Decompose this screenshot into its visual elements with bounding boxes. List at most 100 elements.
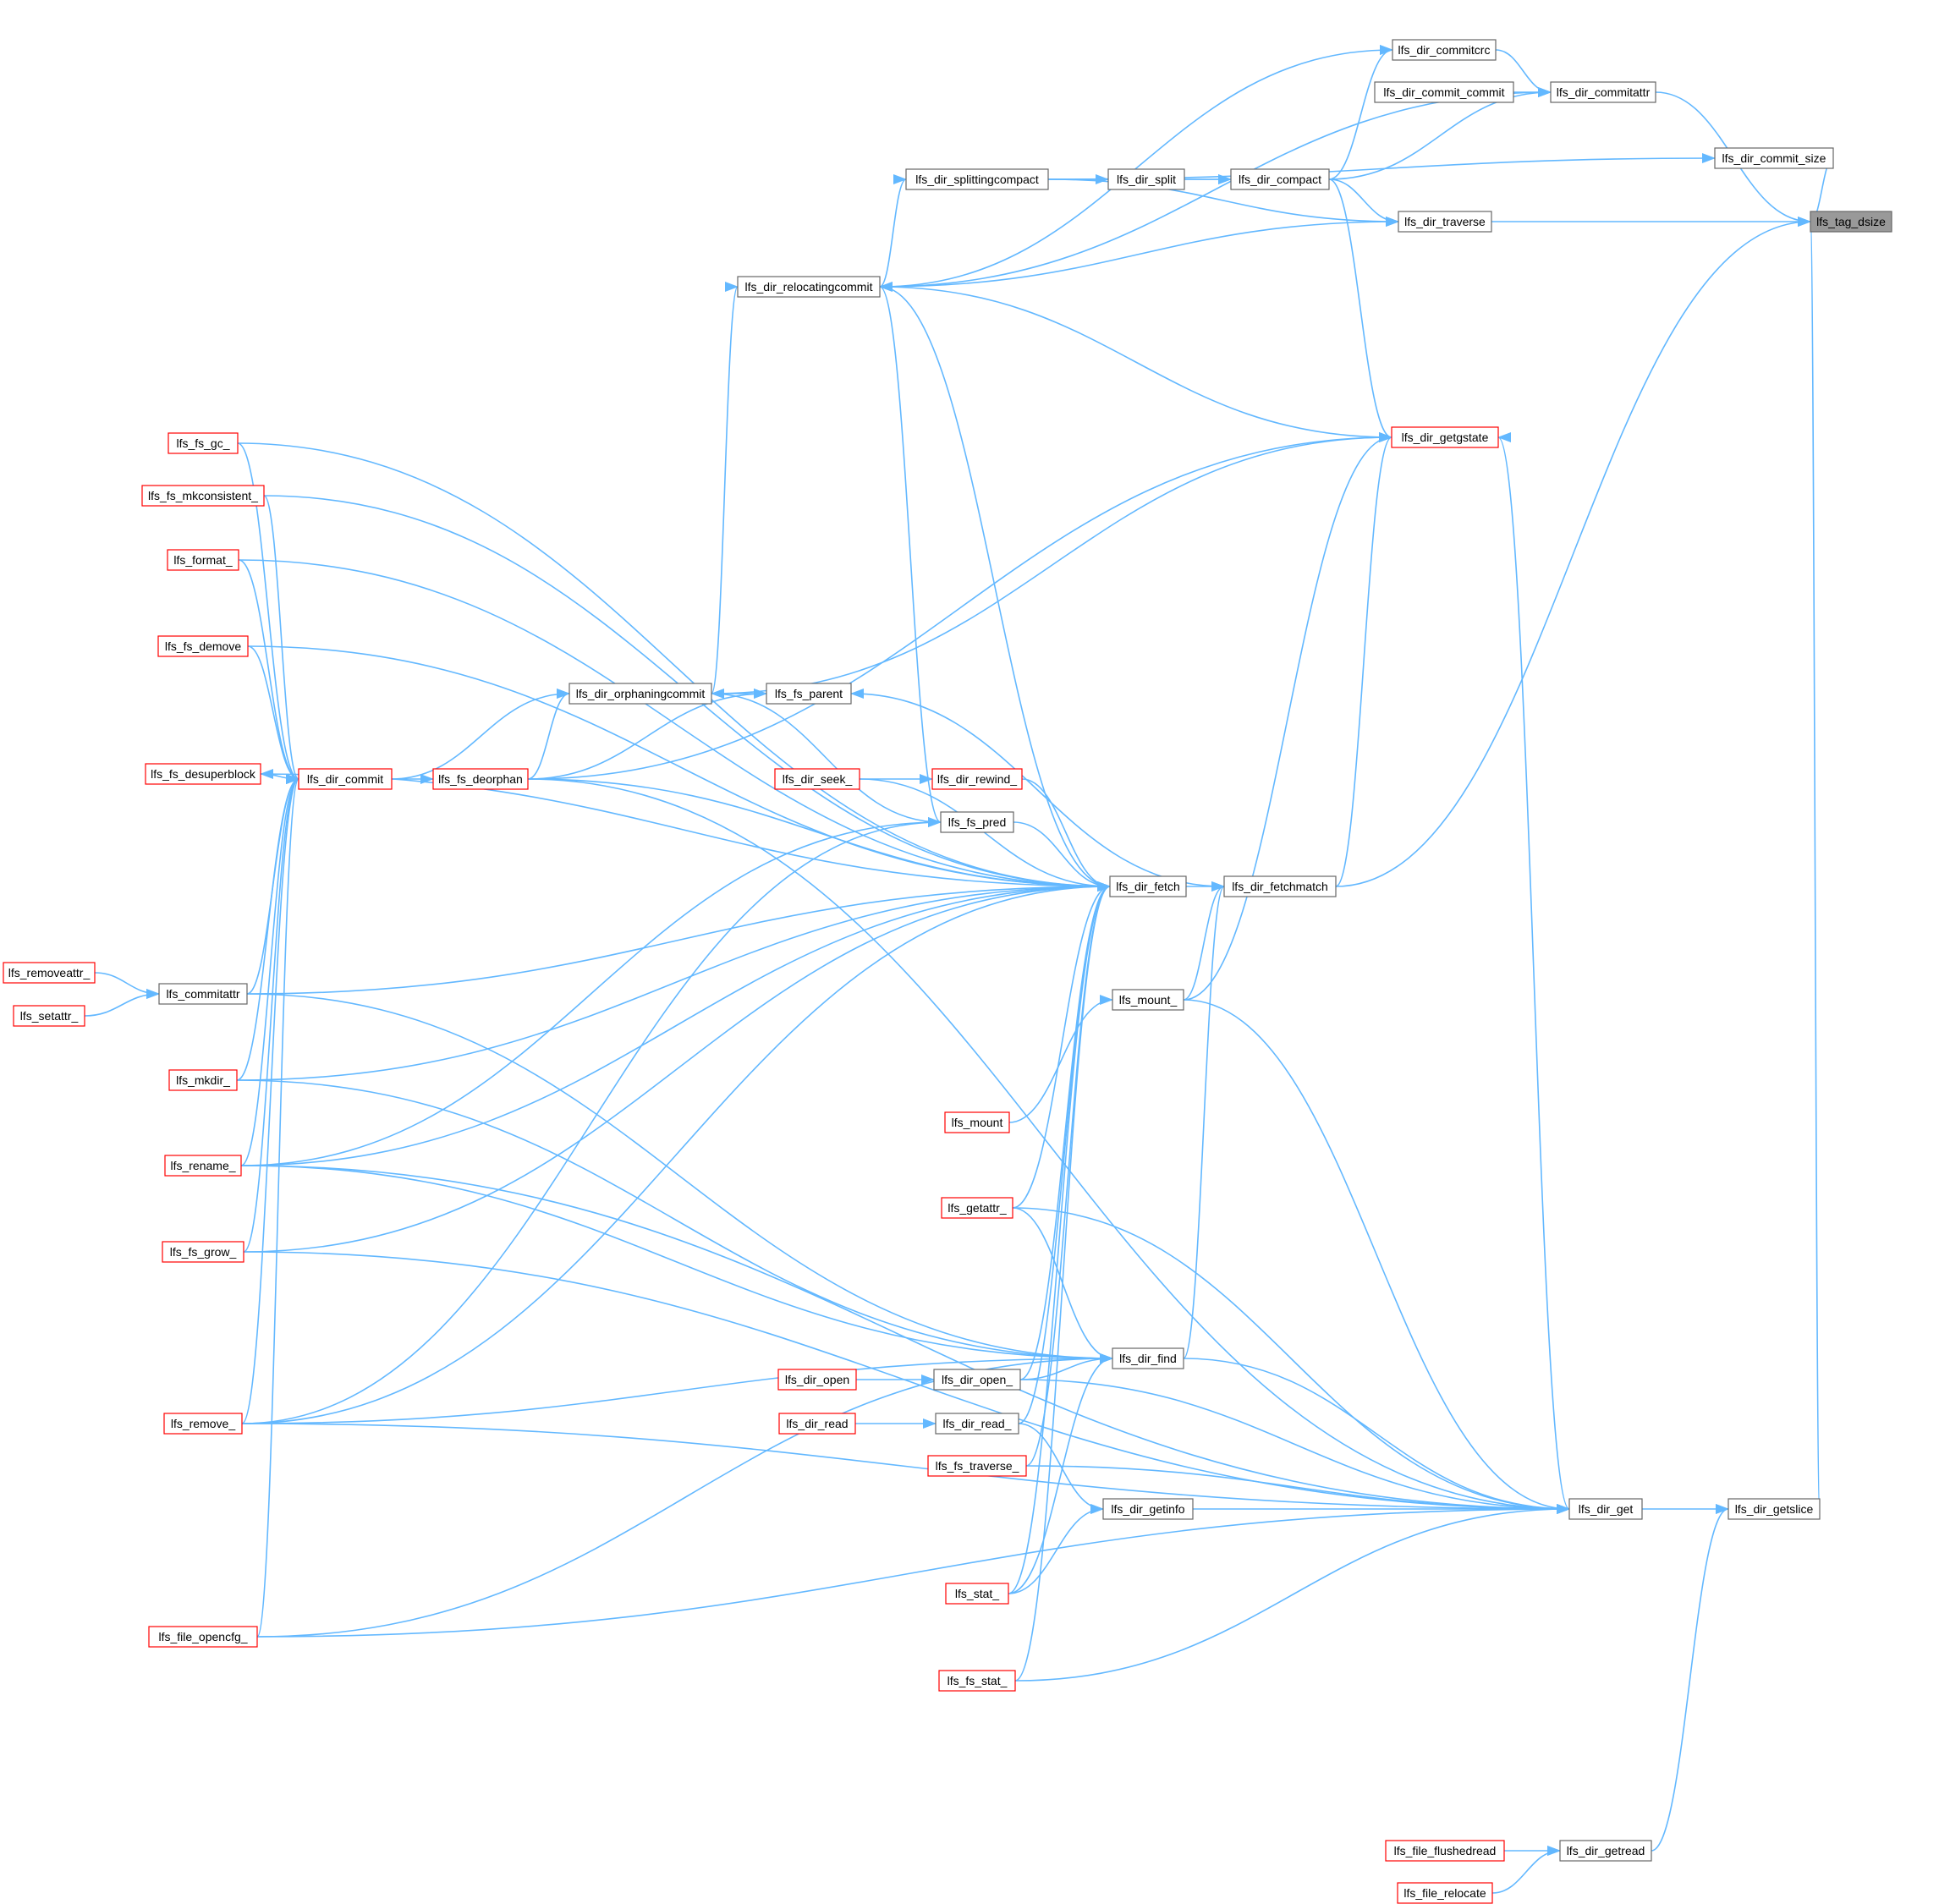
- node-lfs-dir-commit[interactable]: lfs_dir_commit: [298, 768, 393, 790]
- node-lfs-commitattr[interactable]: lfs_commitattr: [158, 983, 248, 1005]
- node-lfs-rename[interactable]: lfs_rename_: [164, 1155, 242, 1177]
- node-lfs-dir-split[interactable]: lfs_dir_split: [1107, 168, 1185, 190]
- node-label: lfs_commitattr: [166, 987, 239, 1001]
- edge-lfs-fs-deorphan-to-lfs-fs-parent: [527, 689, 767, 780]
- edge-lfs-dir-compact-to-lfs-dir-traverse: [1328, 178, 1399, 227]
- node-lfs-dir-fetchmatch[interactable]: lfs_dir_fetchmatch: [1223, 875, 1337, 897]
- node-lfs-dir-read[interactable]: lfs_dir_read: [778, 1413, 856, 1435]
- node-lfs-dir-orphaningcommit[interactable]: lfs_dir_orphaningcommit: [569, 683, 712, 705]
- node-box: [777, 1369, 857, 1391]
- node-lfs-dir-compact[interactable]: lfs_dir_compact: [1230, 168, 1330, 190]
- node-lfs-fs-demove[interactable]: lfs_fs_demove: [157, 635, 249, 657]
- node-lfs-mount[interactable]: lfs_mount_: [1112, 989, 1184, 1011]
- node-lfs-fs-pred[interactable]: lfs_fs_pred: [940, 811, 1014, 833]
- node-lfs-dir-traverse[interactable]: lfs_dir_traverse: [1398, 211, 1492, 233]
- node-box: [737, 276, 881, 298]
- edge-lfs-fs-grow-to-lfs-dir-fetch: [243, 881, 1111, 1253]
- node-lfs-dir-seek[interactable]: lfs_dir_seek_: [774, 768, 860, 790]
- node-label: lfs_dir_relocatingcommit: [745, 280, 873, 294]
- edge-lfs-dir-open-to-lfs-dir-find: [1019, 1353, 1113, 1380]
- node-lfs-stat[interactable]: lfs_stat_: [945, 1583, 1009, 1605]
- node-label: lfs_fs_demove: [165, 639, 241, 653]
- node-lfs-mount[interactable]: lfs_mount: [944, 1111, 1010, 1133]
- node-label: lfs_rename_: [170, 1159, 235, 1172]
- node-lfs-dir-open[interactable]: lfs_dir_open: [777, 1369, 857, 1391]
- edge-lfs-fs-stat-to-lfs-dir-get: [1014, 1504, 1570, 1682]
- node-lfs-fs-parent[interactable]: lfs_fs_parent: [766, 683, 852, 705]
- node-label: lfs_dir_seek_: [783, 772, 853, 786]
- node-box: [1391, 426, 1499, 448]
- node-lfs-dir-splittingcompact[interactable]: lfs_dir_splittingcompact: [905, 168, 1049, 190]
- node-box: [1112, 1347, 1184, 1369]
- node-lfs-file-flushedread[interactable]: lfs_file_flushedread: [1385, 1840, 1505, 1862]
- node-lfs-dir-getslice[interactable]: lfs_dir_getslice: [1728, 1498, 1821, 1520]
- node-lfs-dir-commitcrc[interactable]: lfs_dir_commitcrc: [1392, 39, 1497, 61]
- node-label: lfs_fs_mkconsistent_: [148, 489, 258, 502]
- node-lfs-tag-dsize[interactable]: lfs_tag_dsize: [1810, 211, 1892, 233]
- edge-lfs-removeattr-to-lfs-commitattr: [94, 972, 160, 999]
- edge-lfs-dir-fetchmatch-to-lfs-tag-dsize: [1335, 217, 1811, 887]
- node-lfs-format[interactable]: lfs_format_: [167, 549, 239, 571]
- node-lfs-dir-read[interactable]: lfs_dir_read_: [935, 1413, 1019, 1435]
- edge-lfs-file-opencfg-to-lfs-dir-get: [256, 1504, 1570, 1638]
- edge-lfs-dir-open-to-lfs-dir-get: [1019, 1379, 1570, 1514]
- node-lfs-dir-get[interactable]: lfs_dir_get: [1568, 1498, 1643, 1520]
- edge-lfs-mount-to-lfs-dir-getgstate: [1183, 432, 1392, 1001]
- node-lfs-removeattr[interactable]: lfs_removeattr_: [3, 962, 96, 984]
- node-lfs-file-relocate[interactable]: lfs_file_relocate: [1397, 1882, 1493, 1904]
- node-box: [298, 768, 393, 790]
- node-lfs-dir-rewind[interactable]: lfs_dir_rewind_: [931, 768, 1023, 790]
- node-box: [1728, 1498, 1821, 1520]
- edge-lfs-fs-pred-to-lfs-dir-orphaningcommit: [711, 689, 942, 823]
- node-lfs-file-opencfg[interactable]: lfs_file_opencfg_: [148, 1626, 258, 1648]
- node-lfs-dir-commitattr[interactable]: lfs_dir_commitattr: [1550, 81, 1656, 103]
- node-label: lfs_fs_traverse_: [936, 1459, 1019, 1473]
- node-label: lfs_fs_stat_: [948, 1674, 1008, 1687]
- edge-lfs-fs-traverse-to-lfs-dir-fetch: [1025, 881, 1111, 1467]
- edge-lfs-remove-to-lfs-fs-pred: [241, 817, 942, 1424]
- edge-lfs-rename-to-lfs-dir-find: [240, 1165, 1113, 1364]
- node-lfs-dir-commit-size[interactable]: lfs_dir_commit_size: [1714, 147, 1834, 169]
- node-lfs-setattr[interactable]: lfs_setattr_: [13, 1005, 85, 1027]
- edge-lfs-getattr-to-lfs-dir-get: [1012, 1207, 1570, 1514]
- node-lfs-dir-fetch[interactable]: lfs_dir_fetch: [1109, 875, 1187, 897]
- node-lfs-fs-traverse[interactable]: lfs_fs_traverse_: [927, 1455, 1027, 1477]
- edge-lfs-getattr-to-lfs-dir-fetch: [1012, 881, 1111, 1209]
- node-box: [158, 983, 248, 1005]
- node-box: [1397, 1882, 1493, 1904]
- node-lfs-fs-mkconsistent[interactable]: lfs_fs_mkconsistent_: [141, 485, 265, 507]
- edge-lfs-dir-compact-to-lfs-dir-commitcrc: [1328, 45, 1393, 180]
- node-box: [945, 1583, 1009, 1605]
- node-lfs-dir-find[interactable]: lfs_dir_find: [1112, 1347, 1184, 1369]
- edge-layer: [84, 45, 1834, 1894]
- node-lfs-fs-deorphan[interactable]: lfs_fs_deorphan: [432, 768, 529, 790]
- node-lfs-getattr[interactable]: lfs_getattr_: [941, 1197, 1013, 1219]
- node-box: [569, 683, 712, 705]
- node-lfs-dir-getread[interactable]: lfs_dir_getread: [1559, 1840, 1652, 1862]
- node-lfs-fs-stat[interactable]: lfs_fs_stat_: [938, 1670, 1016, 1692]
- node-lfs-fs-desuperblock[interactable]: lfs_fs_desuperblock: [145, 763, 261, 785]
- node-lfs-dir-getgstate[interactable]: lfs_dir_getgstate: [1391, 426, 1499, 448]
- edge-lfs-fs-demove-to-lfs-dir-commit: [247, 645, 299, 784]
- node-box: [1223, 875, 1337, 897]
- edge-lfs-dir-relocatingcommit-to-lfs-dir-commitattr: [879, 87, 1552, 288]
- node-box: [1374, 81, 1514, 103]
- node-lfs-fs-grow[interactable]: lfs_fs_grow_: [162, 1241, 244, 1263]
- node-label: lfs_fs_pred: [948, 815, 1006, 829]
- node-lfs-dir-relocatingcommit[interactable]: lfs_dir_relocatingcommit: [737, 276, 881, 298]
- node-label: lfs_dir_splittingcompact: [915, 173, 1039, 186]
- node-box: [933, 1369, 1021, 1391]
- node-lfs-remove[interactable]: lfs_remove_: [163, 1413, 243, 1435]
- node-lfs-dir-getinfo[interactable]: lfs_dir_getinfo: [1102, 1498, 1194, 1520]
- node-box: [1398, 211, 1492, 233]
- node-box: [162, 1241, 244, 1263]
- node-lfs-dir-commit-commit[interactable]: lfs_dir_commit_commit: [1374, 81, 1514, 103]
- node-label: lfs_dir_commit_size: [1722, 151, 1826, 165]
- node-label: lfs_dir_compact: [1239, 173, 1321, 186]
- edge-lfs-dir-getread-to-lfs-dir-getslice: [1651, 1504, 1729, 1852]
- node-lfs-fs-gc[interactable]: lfs_fs_gc_: [168, 432, 239, 454]
- node-box: [941, 1197, 1013, 1219]
- node-box: [905, 168, 1049, 190]
- node-lfs-dir-open[interactable]: lfs_dir_open_: [933, 1369, 1021, 1391]
- node-lfs-mkdir[interactable]: lfs_mkdir_: [168, 1069, 238, 1091]
